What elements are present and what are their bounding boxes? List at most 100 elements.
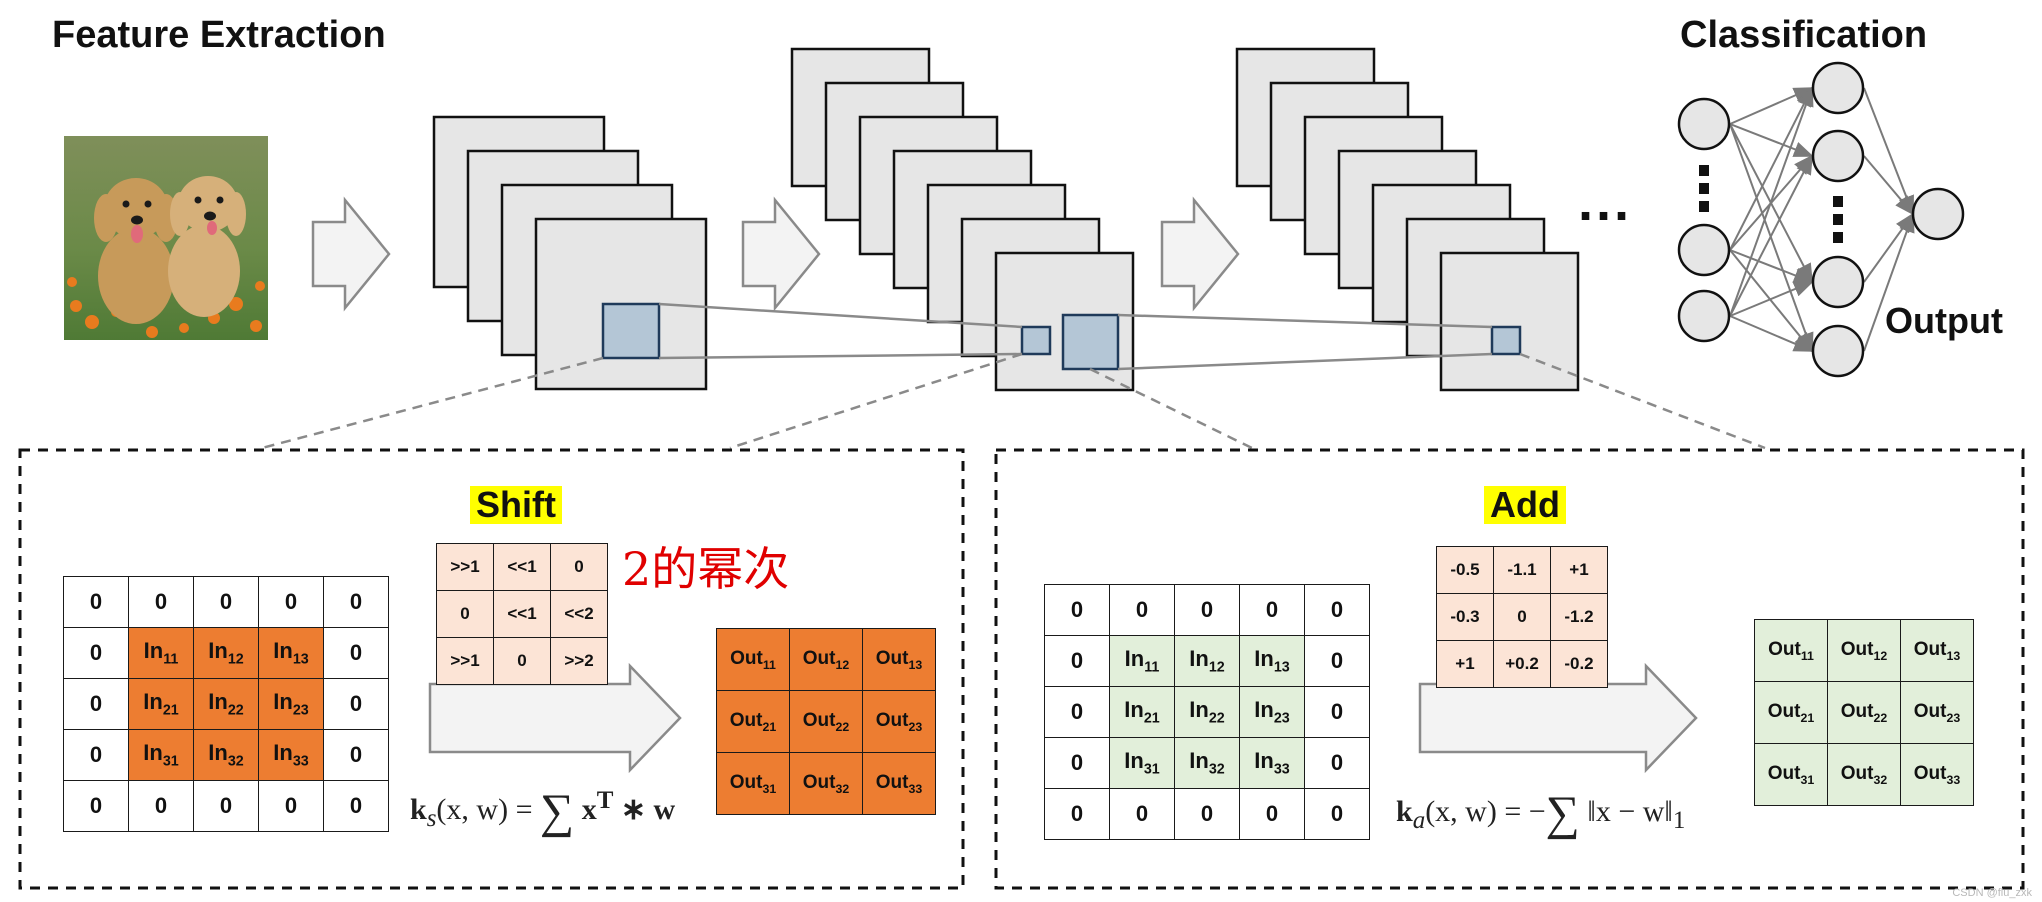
add-input-cell: 0	[1044, 635, 1110, 687]
neural-network-layer	[1677, 61, 1965, 378]
ellipsis-dot	[1833, 196, 1843, 207]
shift-input-cell: 0	[63, 678, 129, 730]
add-input-cell: 0	[1304, 584, 1370, 636]
connector-solid	[1117, 313, 1493, 329]
add-input-cell: In32	[1174, 737, 1240, 789]
input-neuron	[1677, 223, 1731, 277]
receptive-field-2	[1020, 325, 1052, 356]
add-input-cell: 0	[1304, 737, 1370, 789]
ellipsis-dot	[1833, 214, 1843, 225]
shift-formula-tail: ∗ w	[613, 793, 676, 826]
add-input-cell: In31	[1109, 737, 1175, 789]
add-input-cell: 0	[1109, 584, 1175, 636]
add-output-cell: Out22	[1827, 681, 1901, 744]
shift-output-cell: Out11	[716, 628, 790, 691]
shift-input-cell: 0	[323, 729, 389, 781]
add-kernel-cell: -0.5	[1436, 546, 1494, 594]
add-input-cell: In21	[1109, 686, 1175, 738]
ellipsis-dot	[1699, 183, 1709, 194]
add-input-cell: 0	[1239, 788, 1305, 840]
add-input-cell: In33	[1239, 737, 1305, 789]
shift-input-cell: 0	[63, 780, 129, 832]
shift-formula-x: x	[574, 793, 597, 826]
add-input-cell: In11	[1109, 635, 1175, 687]
ellipsis-dot	[1699, 165, 1709, 176]
add-input-cell: 0	[1044, 584, 1110, 636]
shift-formula-k: k	[410, 793, 427, 826]
add-kernel-cell: +1	[1436, 640, 1494, 688]
add-panel-border	[994, 448, 2025, 890]
classification-title: Classification	[1680, 14, 1928, 56]
shift-label: Shift	[470, 486, 562, 524]
shift-kernel-cell: >>1	[436, 543, 494, 591]
add-output-cell: Out23	[1900, 681, 1974, 744]
shift-output-cell: Out23	[862, 690, 936, 753]
network-edge	[1729, 86, 1813, 251]
network-edge	[1863, 155, 1915, 216]
feature-maps-layer	[311, 47, 1580, 392]
shift-kernel-cell: 0	[436, 590, 494, 638]
watermark: CSDN @flu_zxk	[1952, 887, 2032, 899]
connector-dashed	[1519, 352, 1766, 450]
shift-input-cell: 0	[193, 576, 259, 628]
shift-input-cell: 0	[128, 780, 194, 832]
add-kernel-cell: -0.2	[1550, 640, 1608, 688]
network-edge	[1729, 87, 1814, 125]
shift-input-cell: 0	[63, 729, 129, 781]
input-neuron	[1677, 97, 1731, 151]
add-input-cell: 0	[1109, 788, 1175, 840]
shift-panel-border	[18, 448, 965, 890]
shift-input-cell: In31	[128, 729, 194, 781]
shift-input-cell: In22	[193, 678, 259, 730]
shift-input-cell: In21	[128, 678, 194, 730]
add-output-cell: Out12	[1827, 619, 1901, 682]
network-edge	[1863, 87, 1914, 216]
shift-output-cell: Out12	[789, 628, 863, 691]
add-label: Add	[1484, 486, 1566, 524]
network-edge	[1729, 315, 1814, 352]
add-formula: ka(x, w) = −∑ ‖x − w‖1	[1396, 786, 1685, 841]
shift-formula-sup: T	[596, 787, 614, 814]
shift-kernel-cell: <<1	[493, 590, 551, 638]
shift-output-cell: Out22	[789, 690, 863, 753]
input-image-dogs	[64, 136, 268, 340]
add-output-cell: Out13	[1900, 619, 1974, 682]
input-neuron	[1677, 289, 1731, 343]
hidden-neuron	[1811, 129, 1865, 183]
shift-process-arrow	[428, 662, 682, 774]
output-label: Output	[1885, 300, 2003, 341]
shift-input-cell: 0	[258, 780, 324, 832]
add-output-cell: Out21	[1754, 681, 1828, 744]
shift-kernel-cell: >>1	[436, 637, 494, 685]
shift-input-cell: 0	[323, 678, 389, 730]
ellipsis-dots: ···	[1578, 186, 1632, 246]
shift-output-cell: Out13	[862, 628, 936, 691]
add-input-cell: 0	[1239, 584, 1305, 636]
add-formula-sub: a	[1412, 807, 1426, 834]
shift-input-cell: In23	[258, 678, 324, 730]
hidden-neuron	[1811, 324, 1865, 378]
add-input-cell: 0	[1044, 788, 1110, 840]
shift-input-cell: In12	[193, 627, 259, 679]
flow-arrow-2	[741, 196, 821, 312]
connector-solid	[658, 302, 1023, 329]
shift-kernel-cell: <<2	[550, 590, 608, 638]
shift-input-cell: In32	[193, 729, 259, 781]
add-output-cell: Out11	[1754, 619, 1828, 682]
add-formula-sum: ∑	[1545, 787, 1580, 840]
shift-input-cell: 0	[323, 627, 389, 679]
power-of-two-annotation: 2的幂次	[622, 542, 790, 596]
